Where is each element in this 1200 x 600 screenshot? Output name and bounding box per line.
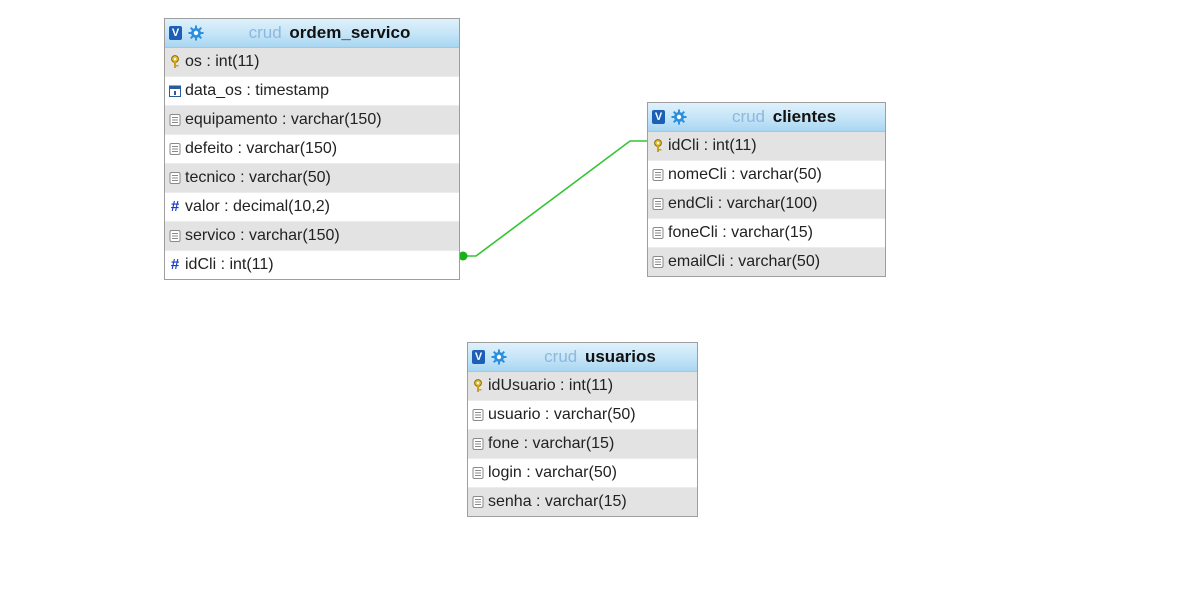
text-field-icon — [168, 142, 182, 156]
table-title: crud ordem_servico — [204, 23, 455, 43]
text-field-icon — [651, 255, 665, 269]
column-label: servico : varchar(150) — [185, 227, 340, 244]
table-ordem-servico[interactable]: V crud ordem_servico os : int(11) data_os… — [164, 18, 460, 280]
column-list: os : int(11) data_os : timestamp equipamen… — [165, 48, 459, 279]
column-label: defeito : varchar(150) — [185, 140, 338, 157]
text-field-icon — [651, 197, 665, 211]
table-header[interactable]: V crud ordem_servico — [165, 19, 459, 48]
toggle-icon[interactable]: V — [652, 110, 665, 124]
text-field-icon — [471, 437, 485, 451]
column-row[interactable]: emailCli : varchar(50) — [648, 248, 885, 276]
primary-key-icon — [651, 139, 665, 153]
column-row[interactable]: tecnico : varchar(50) — [165, 164, 459, 193]
column-label: login : varchar(50) — [488, 464, 617, 481]
table-header[interactable]: V crud usuarios — [468, 343, 697, 372]
column-label: endCli : varchar(100) — [668, 195, 818, 212]
table-title: crud clientes — [687, 107, 881, 127]
column-row[interactable]: endCli : varchar(100) — [648, 190, 885, 219]
column-row[interactable]: os : int(11) — [165, 48, 459, 77]
column-label: senha : varchar(15) — [488, 493, 627, 510]
gear-icon[interactable] — [188, 25, 204, 41]
primary-key-icon — [168, 55, 182, 69]
column-label: usuario : varchar(50) — [488, 406, 636, 423]
column-label: fone : varchar(15) — [488, 435, 615, 452]
text-field-icon — [168, 171, 182, 185]
text-field-icon — [471, 495, 485, 509]
column-label: idUsuario : int(11) — [488, 377, 614, 394]
numeric-icon: # — [170, 256, 180, 273]
column-label: valor : decimal(10,2) — [185, 198, 330, 215]
table-name: usuarios — [584, 347, 656, 366]
column-row[interactable]: usuario : varchar(50) — [468, 401, 697, 430]
toggle-icon[interactable]: V — [472, 350, 485, 364]
text-field-icon — [651, 226, 665, 240]
column-label: idCli : int(11) — [668, 137, 757, 154]
column-label: nomeCli : varchar(50) — [668, 166, 822, 183]
database-name: crud — [544, 347, 578, 366]
primary-key-icon — [471, 379, 485, 393]
column-list: idUsuario : int(11) usuario : varchar(50)… — [468, 372, 697, 516]
column-row[interactable]: idCli : int(11) — [648, 132, 885, 161]
text-field-icon — [471, 408, 485, 422]
gear-icon[interactable] — [671, 109, 687, 125]
column-row[interactable]: servico : varchar(150) — [165, 222, 459, 251]
column-row[interactable]: nomeCli : varchar(50) — [648, 161, 885, 190]
column-row[interactable]: fone : varchar(15) — [468, 430, 697, 459]
column-row[interactable]: senha : varchar(15) — [468, 488, 697, 516]
text-field-icon — [471, 466, 485, 480]
relation-line-ordem-servico-clientes[interactable] — [460, 140, 648, 257]
column-label: foneCli : varchar(15) — [668, 224, 813, 241]
column-row[interactable]: foneCli : varchar(15) — [648, 219, 885, 248]
column-row[interactable]: idUsuario : int(11) — [468, 372, 697, 401]
column-row[interactable]: defeito : varchar(150) — [165, 135, 459, 164]
column-label: data_os : timestamp — [185, 82, 330, 99]
table-name: ordem_servico — [289, 23, 411, 42]
toggle-icon[interactable]: V — [169, 26, 182, 40]
text-field-icon — [651, 168, 665, 182]
database-name: crud — [731, 107, 766, 126]
column-label: os : int(11) — [185, 53, 260, 70]
column-label: emailCli : varchar(50) — [668, 253, 821, 270]
table-title: crud usuarios — [507, 347, 693, 367]
table-header[interactable]: V crud clientes — [648, 103, 885, 132]
column-list: idCli : int(11) nomeCli : varchar(50) endC… — [648, 132, 885, 276]
column-row[interactable]: # idCli : int(11) — [165, 251, 459, 279]
column-row[interactable]: # valor : decimal(10,2) — [165, 193, 459, 222]
text-field-icon — [168, 229, 182, 243]
table-name: clientes — [772, 107, 837, 126]
table-usuarios[interactable]: V crud usuarios idUsuario : int(11) usuar… — [467, 342, 698, 517]
column-row[interactable]: equipamento : varchar(150) — [165, 106, 459, 135]
database-name: crud — [248, 23, 282, 42]
calendar-icon — [168, 84, 182, 98]
text-field-icon — [168, 113, 182, 127]
numeric-icon: # — [170, 198, 180, 215]
column-row[interactable]: data_os : timestamp — [165, 77, 459, 106]
column-label: tecnico : varchar(50) — [185, 169, 331, 186]
column-label: idCli : int(11) — [185, 256, 274, 273]
gear-icon[interactable] — [491, 349, 507, 365]
column-label: equipamento : varchar(150) — [185, 111, 382, 128]
table-clientes[interactable]: V crud clientes idCli : int(11) nomeCli :… — [647, 102, 886, 277]
column-row[interactable]: login : varchar(50) — [468, 459, 697, 488]
